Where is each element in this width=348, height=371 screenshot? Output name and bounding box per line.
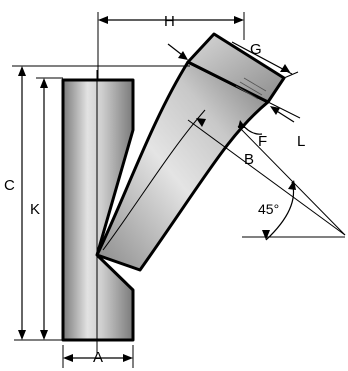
label-angle: 45° bbox=[258, 201, 279, 217]
label-c: C bbox=[4, 177, 15, 194]
socket-threads bbox=[235, 77, 267, 100]
label-g: G bbox=[250, 41, 262, 58]
label-f: F bbox=[258, 133, 267, 150]
label-a: A bbox=[93, 349, 103, 366]
branch-centerline bbox=[102, 109, 206, 251]
extension-lines bbox=[12, 12, 346, 368]
pipe-run bbox=[61, 78, 135, 342]
label-k: K bbox=[30, 201, 40, 218]
label-h: H bbox=[164, 13, 175, 30]
label-l: L bbox=[297, 133, 305, 150]
pipe-body bbox=[61, 32, 286, 355]
dimension-lines bbox=[18, 16, 296, 362]
label-b: B bbox=[244, 151, 254, 168]
dimension-labels: H G C K F L B 45° A bbox=[4, 13, 305, 366]
